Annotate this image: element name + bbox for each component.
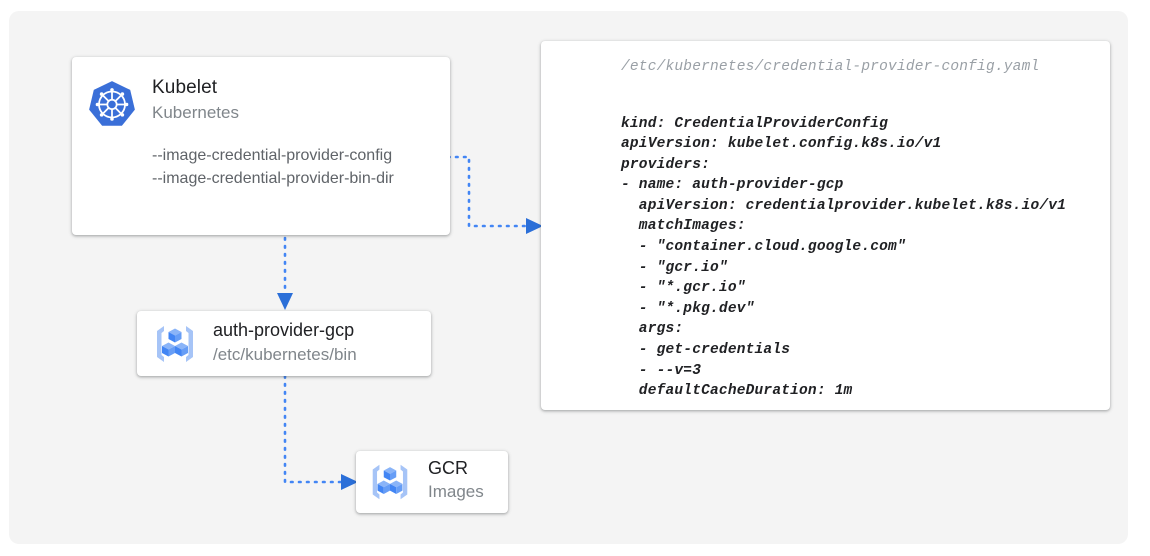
container-registry-icon	[157, 326, 193, 362]
kubelet-flag-config: --image-credential-provider-config	[152, 147, 393, 164]
container-registry-icon	[372, 464, 408, 500]
auth-provider-gcp-path: /etc/kubernetes/bin	[213, 345, 357, 364]
config-yaml-code: kind: CredentialProviderConfig apiVersio…	[621, 115, 1067, 400]
gcr-card[interactable]: GCR Images	[356, 451, 508, 513]
config-file-path: /etc/kubernetes/credential-provider-conf…	[621, 59, 1040, 75]
kubelet-subtitle: Kubernetes	[152, 103, 239, 122]
credential-provider-config-card[interactable]: /etc/kubernetes/credential-provider-conf…	[541, 41, 1110, 410]
gcr-subtitle: Images	[428, 482, 484, 501]
gcr-title: GCR	[428, 458, 468, 478]
auth-provider-gcp-title: auth-provider-gcp	[213, 320, 355, 340]
kubernetes-logo-icon	[89, 81, 135, 126]
kubelet-card[interactable]: Kubelet Kubernetes --image-credential-pr…	[72, 57, 450, 235]
kubelet-flag-bin-dir: --image-credential-provider-bin-dir	[152, 170, 394, 187]
kubelet-title: Kubelet	[152, 77, 218, 98]
auth-provider-gcp-card[interactable]: auth-provider-gcp /etc/kubernetes/bin	[137, 311, 431, 376]
